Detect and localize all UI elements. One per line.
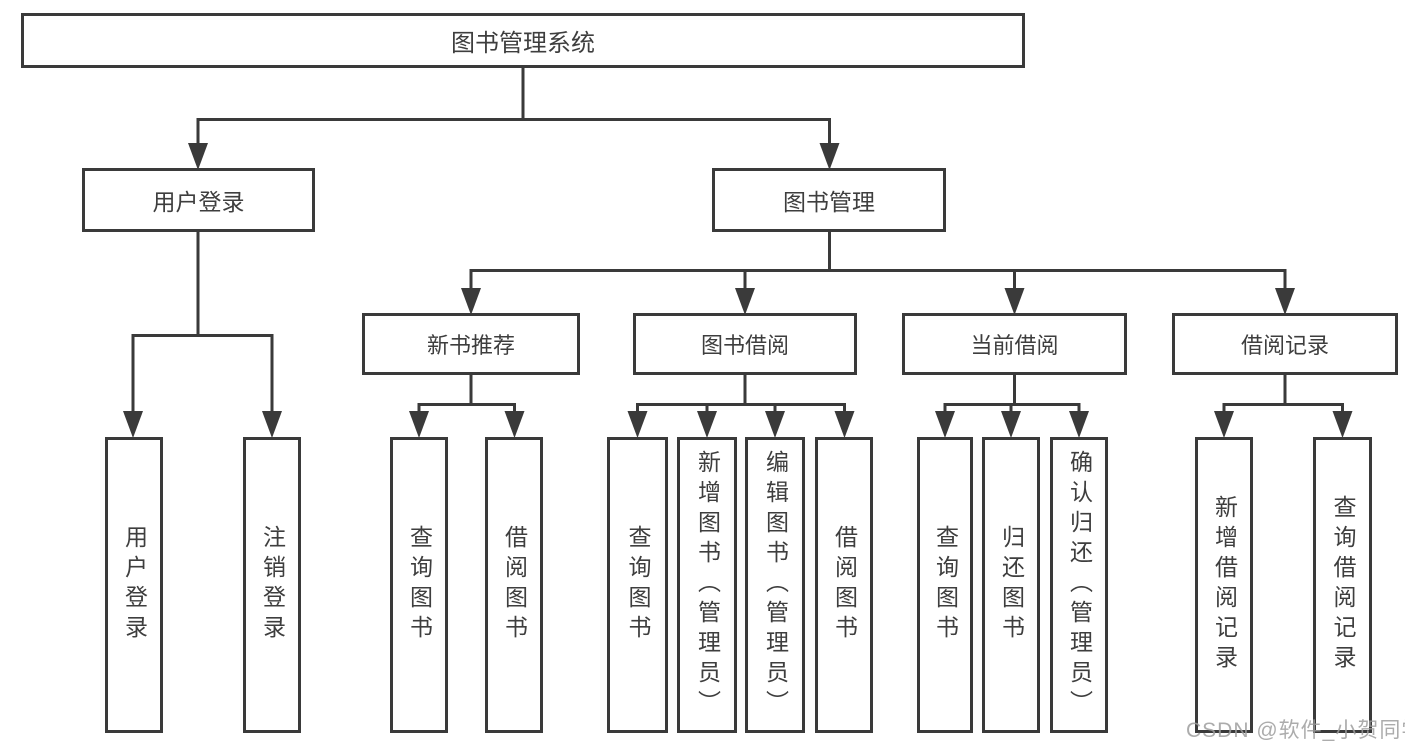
leaf-label: 新增借阅记录	[1211, 495, 1238, 675]
leaf-user-login: 用户登录	[105, 437, 163, 733]
leaf-label: 注销登录	[259, 525, 286, 645]
leaf-borrow-books-1: 借阅图书	[485, 437, 543, 733]
csdn-watermark: CSDN @软件_小贺同学	[1186, 719, 1405, 742]
node-book-borrow: 图书借阅	[633, 313, 857, 375]
leaf-label: 查询借阅记录	[1330, 495, 1356, 675]
leaf-confirm-return-admin: 确认归还（管理员）	[1050, 437, 1108, 733]
leaf-query-borrow-record: 查询借阅记录	[1313, 437, 1372, 733]
leaf-add-book-admin: 新增图书（管理员）	[677, 437, 737, 733]
leaf-query-books-1: 查询图书	[390, 437, 448, 733]
connector-path	[131, 68, 1344, 412]
node-book-management-label: 图书管理	[783, 189, 875, 215]
node-book-management: 图书管理	[712, 168, 946, 232]
leaf-label: 查询图书	[625, 525, 651, 645]
leaf-edit-book-admin: 编辑图书（管理员）	[745, 437, 805, 733]
leaf-logout: 注销登录	[243, 437, 301, 733]
node-user-login-label: 用户登录	[152, 189, 245, 215]
leaf-label: 借阅图书	[501, 525, 528, 645]
leaf-borrow-books-2: 借阅图书	[815, 437, 873, 733]
node-current-borrow-label: 当前借阅	[970, 333, 1059, 358]
leaf-query-books-3: 查询图书	[917, 437, 973, 733]
node-borrow-records-label: 借阅记录	[1240, 333, 1329, 358]
node-user-login: 用户登录	[82, 168, 315, 232]
node-current-borrow: 当前借阅	[902, 313, 1127, 375]
leaf-add-borrow-record: 新增借阅记录	[1195, 437, 1253, 733]
arrowhead-icon	[123, 143, 1353, 438]
leaf-label: 编辑图书（管理员）	[762, 450, 789, 720]
leaf-label: 确认归还（管理员）	[1066, 450, 1093, 720]
node-root: 图书管理系统	[21, 13, 1025, 68]
leaf-label: 借阅图书	[831, 525, 858, 645]
leaf-label: 新增图书（管理员）	[694, 450, 721, 720]
node-new-book-recommend: 新书推荐	[362, 313, 580, 375]
node-borrow-records: 借阅记录	[1172, 313, 1398, 375]
leaf-label: 用户登录	[121, 525, 148, 645]
leaf-query-books-2: 查询图书	[607, 437, 668, 733]
leaf-return-book: 归还图书	[982, 437, 1040, 733]
node-new-book-recommend-label: 新书推荐	[426, 333, 515, 358]
node-root-label: 图书管理系统	[451, 30, 595, 57]
node-book-borrow-label: 图书借阅	[700, 333, 789, 358]
leaf-label: 查询图书	[932, 525, 959, 645]
leaf-label: 归还图书	[998, 525, 1025, 645]
leaf-label: 查询图书	[406, 525, 433, 645]
